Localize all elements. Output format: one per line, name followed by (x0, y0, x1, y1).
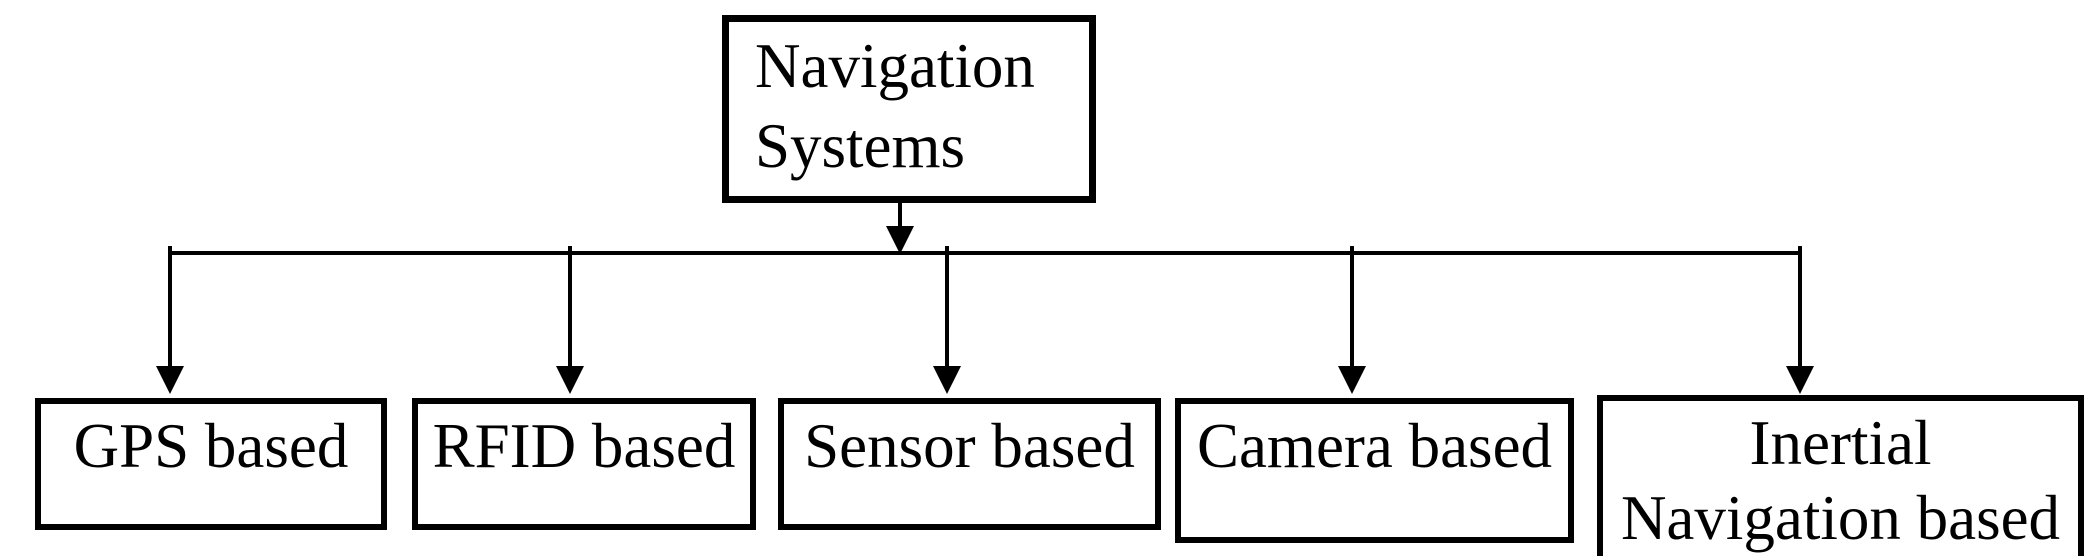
node-rfid-based-label: RFID based (432, 411, 736, 481)
node-camera-based-label: Camera based (1196, 411, 1553, 481)
edge-gps-arrowhead-icon (156, 366, 184, 394)
edge-camera-arrowhead-icon (1338, 366, 1366, 394)
node-gps-based-label: GPS based (73, 411, 349, 481)
node-inertial-navigation-based: Inertial Navigation based (1597, 395, 2084, 556)
edge-rfid-arrowhead-icon (556, 366, 584, 394)
node-navigation-systems-label-line1: Navigation (755, 31, 1035, 101)
edge-inertial-arrowhead-icon (1786, 366, 1814, 394)
trunk-arrowhead-icon (886, 226, 914, 254)
edge-sensor-arrowhead-icon (933, 366, 961, 394)
node-camera-based: Camera based (1175, 398, 1574, 543)
node-gps-based: GPS based (35, 398, 387, 530)
node-sensor-based-label: Sensor based (804, 411, 1135, 481)
node-navigation-systems: Navigation Systems (722, 15, 1096, 203)
node-inertial-navigation-based-label-line1: Inertial (1749, 408, 1932, 478)
node-sensor-based: Sensor based (778, 398, 1161, 530)
node-rfid-based: RFID based (412, 398, 756, 530)
node-navigation-systems-label-line2: Systems (755, 111, 966, 181)
node-inertial-navigation-based-label-line2: Navigation based (1620, 483, 2061, 553)
